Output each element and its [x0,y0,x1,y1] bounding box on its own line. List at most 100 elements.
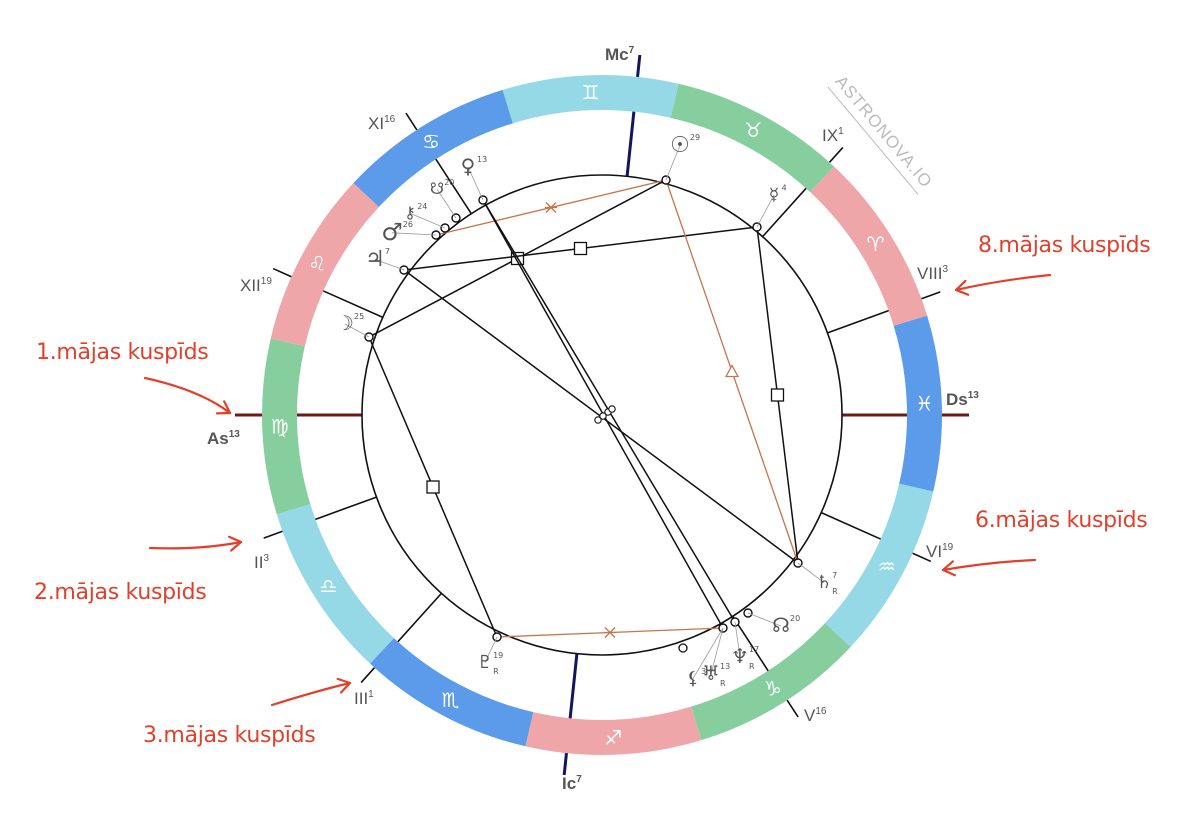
mercury-degree: 4 [782,184,787,193]
square-aspect-icon [426,480,440,494]
north-node-glyph-icon: ☊︎ [772,613,790,637]
house-degree: 3 [263,553,269,564]
mars-glyph-icon: ♂︎ [381,218,403,246]
cusp-line-ix [761,187,807,238]
scorpio-glyph-icon: ♏︎ [442,688,460,712]
house-degree: 3 [943,264,949,275]
house-numeral: V [804,706,816,725]
aspect-point [678,643,688,653]
taurus-glyph-icon: ♉︎ [744,118,762,142]
cusp-line-vi [820,511,881,540]
uranus-glyph-icon: ♅︎ [702,661,720,685]
house-degree: 7 [629,45,635,56]
arrowhead-icon [954,279,970,296]
house-numeral: As [207,429,229,448]
house-degree: 16 [384,114,396,125]
house-label-v: V16 [804,706,827,725]
house-numeral: VIII [917,264,943,283]
neptune-glyph-icon: ♆︎ [731,644,749,668]
uranus-leader-line [710,627,724,675]
zodiac-segment-sagittarius [525,706,702,755]
cusp-outer-line-iii [360,667,376,684]
sextile-aspect-icon [545,202,557,213]
pluto-retrograde: R [493,667,499,676]
cusp-outer-line-mc [636,54,642,78]
zodiac-segment-aries [810,166,928,326]
saturn-degree: 7 [832,571,837,580]
annotation-house-2: 2.mājas kuspīds [34,580,207,605]
south-node-leader-line [436,188,457,219]
chiron-glyph-icon: ⚷︎ [404,203,416,222]
uranus-retrograde: R [720,679,726,688]
house-degree: 1 [368,689,374,700]
gemini-glyph-icon: ♊︎ [582,81,600,105]
pluto-degree: 19 [493,651,503,660]
arrowhead-icon [215,400,232,415]
zodiac-segment-taurus [670,83,834,192]
annotation-house-1: 1.mājas kuspīds [36,340,209,365]
aries-glyph-icon: ♈︎ [867,232,885,256]
inner-aspect-circle [361,174,843,656]
zodiac-segment-scorpio [370,638,534,747]
virgo-glyph-icon: ♍︎ [271,414,289,438]
zodiac-segment-libra [276,504,394,664]
pisces-glyph-icon: ♓︎ [915,392,933,416]
square-aspect-icon [770,388,785,402]
cusp-line-xii [323,290,384,319]
arrow-house-2 [148,540,243,550]
arrowhead-icon [227,535,243,552]
house-label-xii: XII19 [240,276,272,295]
sun-degree: 29 [690,133,700,142]
cusp-outer-line-ii [263,530,283,539]
house-numeral: IX [822,126,838,145]
zodiac-segment-cancer [353,89,513,207]
cusp-outer-line-viii [921,291,941,300]
house-label-viii: VIII3 [917,264,949,283]
cusp-outer-line-xi [405,112,418,131]
zodiac-segment-aquarius [825,483,934,647]
sun-glyph-icon: ☉︎ [670,133,690,158]
neptune-degree: 17 [749,645,759,654]
mars-leader-line [391,232,437,236]
saturn-retrograde: R [832,587,838,596]
arrow-house-8 [954,273,1052,292]
venus-leader-line [467,166,484,201]
jupiter-degree: 7 [385,247,390,256]
pluto-leader-line [484,636,498,663]
house-label-ix: IX1 [822,126,844,145]
house-numeral: III [354,689,368,708]
house-degree: 19 [261,276,273,287]
house-degree: 19 [942,542,954,553]
leo-glyph-icon: ♌︎ [308,252,326,276]
chiron-leader-line [409,212,446,229]
libra-glyph-icon: ♎︎ [320,574,338,598]
south-node-glyph-icon: ☋︎ [430,179,444,198]
cusp-line-xi [435,158,472,215]
house-degree: 13 [968,390,980,401]
arrowhead-icon [941,560,957,577]
lilith-degree: 3 [701,667,706,676]
moon-glyph-icon: ☽︎ [336,311,354,335]
neptune-retrograde: R [749,662,755,671]
cusp-line-iii [397,592,443,643]
house-numeral: Mc [605,45,629,64]
zodiac-segment-pisces [893,315,942,492]
sagittarius-glyph-icon: ♐︎ [604,725,622,749]
center-point [608,405,616,413]
sextile-aspect-icon [604,627,616,638]
arrow-house-1 [143,376,232,415]
house-numeral: VI [926,542,942,561]
chiron-degree: 24 [417,202,427,211]
cancer-glyph-icon: ♋︎ [422,130,440,154]
jupiter-leader-line [374,259,405,271]
annotation-house-6: 6.mājas kuspīds [975,508,1148,533]
cusp-line-ic [568,653,579,719]
north-node-degree: 20 [790,614,800,623]
house-label-mc: Mc7 [605,45,635,64]
cusp-outer-line-xii [272,267,292,278]
center-point [594,416,602,424]
zodiac-ring: ♈︎♉︎♊︎♋︎♌︎♍︎♎︎♏︎♐︎♑︎♒︎♓︎ [261,75,942,755]
mercury-leader-line [756,194,775,228]
house-label-ds: Ds13 [946,390,979,409]
